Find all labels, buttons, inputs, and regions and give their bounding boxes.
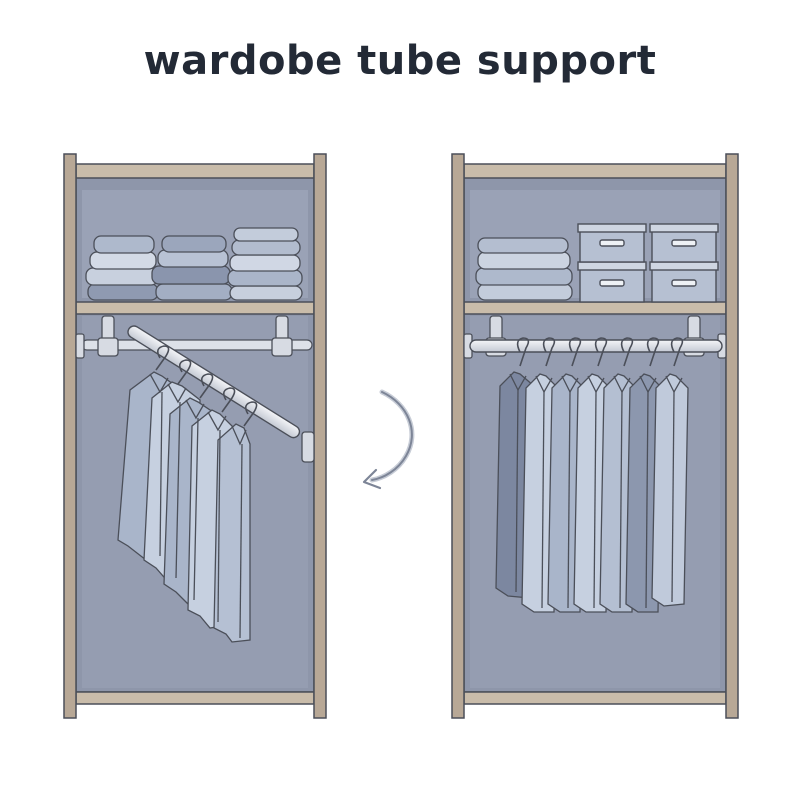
folded-clothes-stack-3 — [227, 227, 303, 301]
wardrobe-before-base — [75, 691, 315, 705]
hanging-shirts-after — [495, 371, 689, 613]
page-title: wardobe tube support — [143, 38, 657, 84]
wardrobe-before-right-post — [313, 153, 327, 719]
wardrobe-after — [451, 153, 739, 719]
wardrobe-before — [63, 153, 327, 719]
folded-clothes-stack-2 — [151, 235, 233, 301]
folded-clothes-stack-1 — [85, 235, 159, 301]
hanging-shirts-before — [117, 371, 251, 643]
wardrobe-after-base — [463, 691, 727, 705]
tube-detached — [127, 325, 301, 439]
tube-bracket — [75, 315, 315, 463]
wardrobe-after-left-post — [451, 153, 465, 719]
wardrobe-after-top — [463, 163, 727, 179]
wardrobe-before-left-post — [63, 153, 77, 719]
wardrobe-after-shelf — [463, 301, 727, 315]
wardrobe-before-shelf — [75, 301, 315, 315]
hangers — [516, 337, 684, 367]
curved-arrow-icon — [362, 389, 415, 490]
wardrobe-before-top — [75, 163, 315, 179]
storage-boxes — [577, 223, 719, 303]
folded-clothes-stack-4 — [475, 237, 573, 301]
wardrobe-after-right-post — [725, 153, 739, 719]
